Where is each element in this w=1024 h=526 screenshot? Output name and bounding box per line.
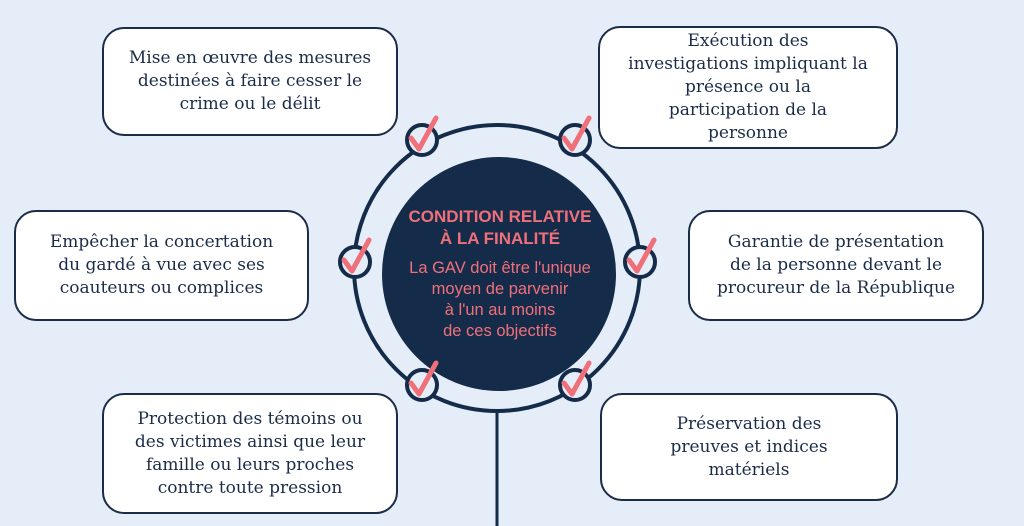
check-icon <box>405 360 439 402</box>
objective-box-2: Exécution des investigations impliquant … <box>598 26 898 149</box>
center-subtitle-line: de ces objectifs <box>443 322 557 340</box>
objective-text: Exécution des investigations impliquant … <box>628 31 868 143</box>
center-title: CONDITION RELATIVE À LA FINALITÉ <box>409 206 592 250</box>
objective-text: Garantie de présentation de la personne … <box>716 232 956 298</box>
objective-text: Empêcher la concertation du gardé à vue … <box>49 232 274 298</box>
check-icon <box>405 115 439 157</box>
check-icon <box>623 237 657 279</box>
center-title-line: CONDITION RELATIVE <box>408 207 592 226</box>
center-title-line: À LA FINALITÉ <box>439 229 561 248</box>
objective-box-1: Mise en œuvre des mesures destinées à fa… <box>102 27 398 136</box>
center-subtitle-line: La GAV doit être l'unique <box>409 259 591 277</box>
objective-text: Mise en œuvre des mesures destinées à fa… <box>128 48 372 114</box>
objective-text: Protection des témoins ou des victimes a… <box>134 408 366 498</box>
check-icon <box>338 237 372 279</box>
check-icon <box>558 360 592 402</box>
center-label: CONDITION RELATIVE À LA FINALITÉ La GAV … <box>382 160 618 388</box>
center-subtitle-line: à l'un au moins <box>444 301 556 319</box>
objective-box-4: Garantie de présentation de la personne … <box>688 210 984 321</box>
check-icon <box>558 115 592 157</box>
objective-box-5: Protection des témoins ou des victimes a… <box>102 393 398 514</box>
objective-box-6: Préservation des preuves et indices maté… <box>600 393 898 501</box>
center-subtitle: La GAV doit être l'unique moyen de parve… <box>409 258 591 342</box>
objective-text: Préservation des preuves et indices maté… <box>670 413 828 480</box>
objective-box-3: Empêcher la concertation du gardé à vue … <box>14 210 309 321</box>
center-circle <box>382 157 616 391</box>
center-subtitle-line: moyen de parvenir <box>431 280 569 298</box>
